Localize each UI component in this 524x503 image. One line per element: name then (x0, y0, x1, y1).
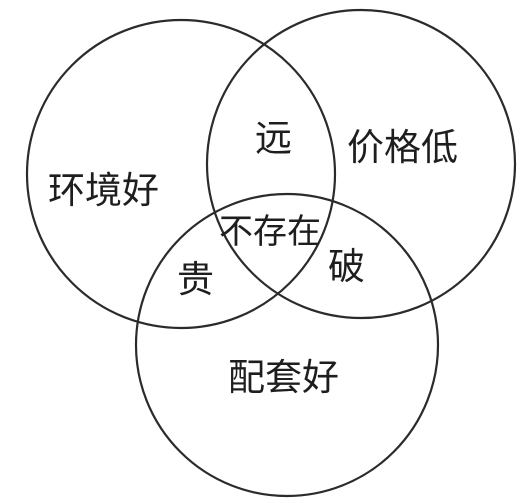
label-environment-and-facilities: 贵 (177, 258, 214, 301)
label-price-and-facilities: 破 (328, 245, 365, 288)
circle-environment (25, 18, 337, 330)
label-environment-only: 环境好 (48, 169, 159, 212)
circle-price (205, 8, 517, 320)
label-environment-and-price: 远 (255, 117, 292, 160)
label-price-only: 价格低 (347, 126, 458, 169)
label-facilities-only: 配套好 (228, 356, 339, 399)
label-all-three: 不存在 (219, 212, 321, 252)
circle-facilities (134, 192, 440, 498)
